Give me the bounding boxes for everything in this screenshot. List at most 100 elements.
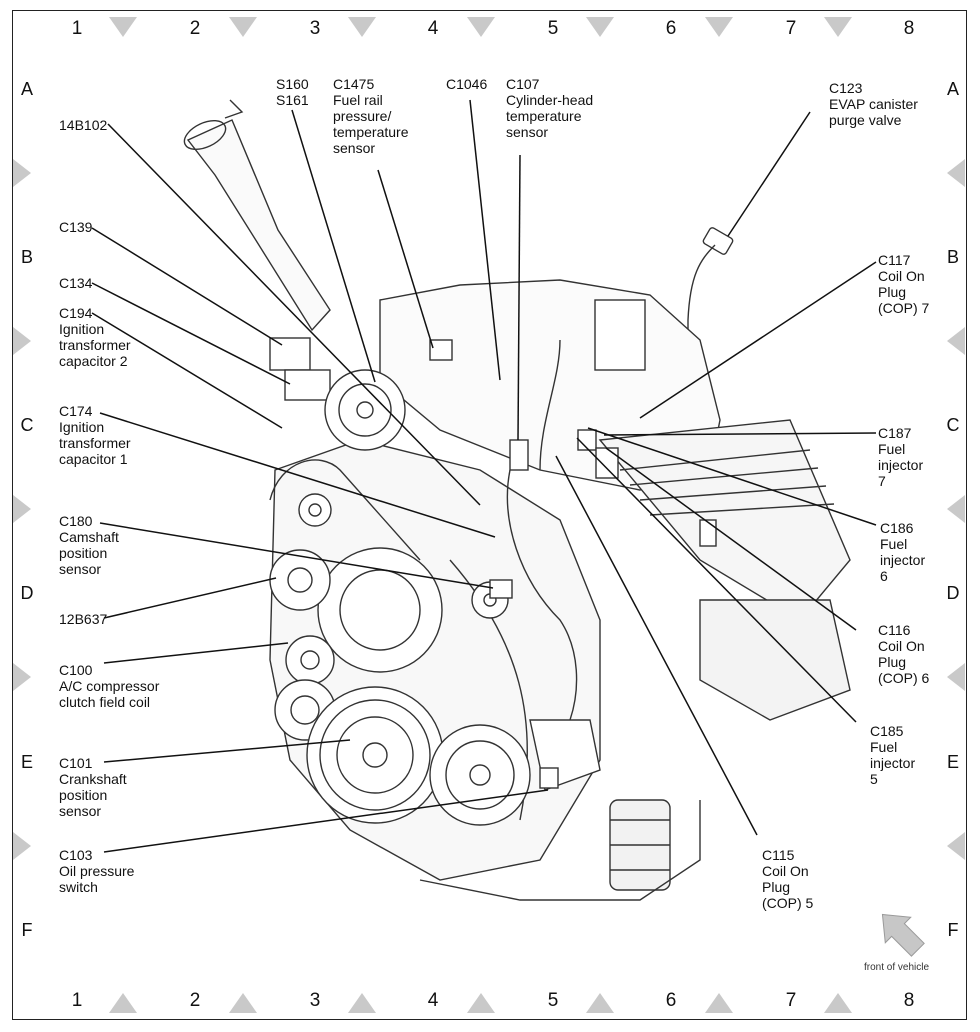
front-arrow-icon — [881, 913, 925, 957]
grid-marker-bottom-6 — [705, 993, 733, 1013]
label-c174: C174 Ignition transformer capacitor 1 — [59, 403, 131, 467]
label-c117: C117 Coil On Plug (COP) 7 — [878, 252, 930, 316]
label-c134: C134 — [59, 275, 93, 291]
grid-row-right-D: D — [946, 583, 960, 603]
grid-marker-left-3 — [13, 495, 31, 523]
grid-marker-bottom-4 — [467, 993, 495, 1013]
grid-col-top-6: 6 — [665, 18, 677, 39]
grid-marker-bottom-2 — [229, 993, 257, 1013]
grid-row-right-E: E — [946, 752, 959, 772]
grid-col-top-2: 2 — [189, 18, 201, 39]
grid-row-left-F: F — [21, 920, 33, 940]
front-of-vehicle-label: front of vehicle — [864, 962, 930, 973]
label-c187: C187 Fuel injector 7 — [878, 425, 924, 489]
leader-c1046 — [469, 99, 501, 381]
label-c1046: C1046 — [446, 76, 488, 92]
grid-col-bottom-4: 4 — [427, 990, 439, 1011]
grid-marker-bottom-7 — [824, 993, 852, 1013]
grid-marker-right-4 — [947, 663, 965, 691]
grid-row-left-D: D — [20, 583, 34, 603]
grid-marker-right-1 — [947, 159, 965, 187]
label-c123: C123 EVAP canister purge valve — [829, 80, 918, 128]
grid-marker-top-7 — [824, 17, 852, 37]
engine-drawing — [183, 99, 851, 901]
leader-c186 — [587, 427, 877, 526]
grid-row-right-B: B — [946, 247, 959, 267]
label-c115: C115 Coil On Plug (COP) 5 — [762, 847, 814, 911]
grid-col-bottom-7: 7 — [785, 990, 797, 1011]
grid-marker-right-5 — [947, 832, 965, 860]
leader-c103 — [103, 789, 549, 853]
grid-marker-bottom-5 — [586, 993, 614, 1013]
grid-marker-bottom-1 — [109, 993, 137, 1013]
grid-marker-top-3 — [348, 17, 376, 37]
label-c194: C194 Ignition transformer capacitor 2 — [59, 305, 131, 369]
label-s160-s161: S160 S161 — [276, 76, 309, 108]
leader-c187 — [603, 432, 877, 436]
leader-c139 — [91, 227, 283, 346]
label-c101: C101 Crankshaft position sensor — [59, 755, 127, 819]
grid-marker-left-2 — [13, 327, 31, 355]
leader-14b102 — [107, 123, 481, 506]
leader-c116 — [605, 447, 857, 631]
grid-row-right-A: A — [946, 79, 959, 99]
leader-c123 — [727, 111, 811, 237]
grid-col-bottom-8: 8 — [903, 990, 915, 1011]
grid-marker-left-5 — [13, 832, 31, 860]
grid-row-left-B: B — [20, 247, 33, 267]
grid-markers — [13, 17, 965, 1013]
leader-c174 — [99, 412, 496, 538]
grid-marker-right-2 — [947, 327, 965, 355]
leader-c134 — [91, 282, 291, 385]
grid-marker-left-4 — [13, 663, 31, 691]
grid-row-left-E: E — [20, 752, 33, 772]
grid-col-top-5: 5 — [547, 18, 559, 39]
label-c139: C139 — [59, 219, 93, 235]
leader-c180 — [99, 522, 494, 589]
grid-marker-top-5 — [586, 17, 614, 37]
label-c103: C103 Oil pressure switch — [59, 847, 135, 895]
leader-c117 — [639, 261, 877, 419]
grid-marker-bottom-3 — [348, 993, 376, 1013]
grid-marker-top-1 — [109, 17, 137, 37]
grid-marker-right-3 — [947, 495, 965, 523]
grid-row-right-F: F — [947, 920, 959, 940]
leader-c185 — [576, 437, 857, 723]
leader-c1475 — [377, 169, 434, 349]
label-c1475: C1475 Fuel rail pressure/ temperature se… — [333, 76, 409, 156]
grid-col-top-1: 1 — [71, 18, 83, 39]
leader-c101 — [103, 739, 351, 763]
grid-row-left-A: A — [20, 79, 33, 99]
label-c107: C107 Cylinder-head temperature sensor — [506, 76, 594, 140]
leader-12b637 — [103, 577, 277, 619]
label-c100: C100 A/C compressor clutch field coil — [59, 662, 160, 710]
grid-col-top-4: 4 — [427, 18, 439, 39]
label-c180: C180 Camshaft position sensor — [59, 513, 119, 577]
label-12b637: 12B637 — [59, 611, 108, 627]
grid-col-top-8: 8 — [903, 18, 915, 39]
grid-col-top-7: 7 — [785, 18, 797, 39]
grid-marker-left-1 — [13, 159, 31, 187]
leader-lines — [91, 99, 877, 853]
grid-col-top-3: 3 — [309, 18, 321, 39]
leader-c194 — [91, 312, 283, 429]
leader-c100 — [103, 642, 289, 664]
grid-col-bottom-5: 5 — [547, 990, 559, 1011]
grid-marker-top-2 — [229, 17, 257, 37]
leader-c115 — [555, 455, 758, 836]
grid-marker-top-4 — [467, 17, 495, 37]
leader-c107 — [517, 154, 521, 441]
label-c186: C186 Fuel injector 6 — [880, 520, 926, 584]
label-c185: C185 Fuel injector 5 — [870, 723, 916, 787]
label-14b102: 14B102 — [59, 117, 108, 133]
diagram-frame — [12, 10, 967, 1020]
grid-row-right-C: C — [946, 415, 960, 435]
grid-col-bottom-3: 3 — [309, 990, 321, 1011]
grid-col-bottom-1: 1 — [71, 990, 83, 1011]
leader-s160 — [291, 109, 376, 383]
grid-marker-top-6 — [705, 17, 733, 37]
grid-col-bottom-2: 2 — [189, 990, 201, 1011]
label-c116: C116 Coil On Plug (COP) 6 — [878, 622, 930, 686]
grid-col-bottom-6: 6 — [665, 990, 677, 1011]
